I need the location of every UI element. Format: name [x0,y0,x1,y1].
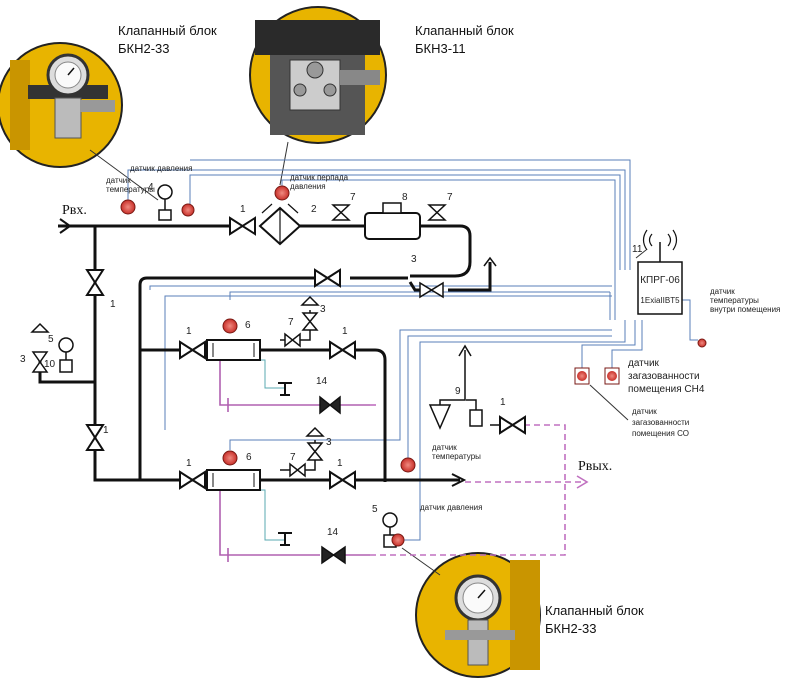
photo-inset-top-middle [249,6,387,144]
callout-top-left-line2: БКН2-33 [118,41,170,56]
num-5-b: 5 [372,504,378,515]
num-7-d: 7 [290,452,296,463]
num-1-f: 1 [500,397,506,408]
label-co-3: помещения СО [632,429,689,438]
num-8: 8 [402,192,408,203]
label-room-temp-3: внутри помещения [710,305,780,314]
num-5-a: 5 [48,334,54,345]
label-pressure-top: датчик давления [130,164,192,173]
label-temp-top-2: температуры [106,185,155,194]
num-1-g: 1 [186,458,192,469]
num-3-b: 3 [20,354,26,365]
label-co-2: загазованности [632,418,689,427]
callout-top-mid-line2: БКН3-11 [415,41,466,56]
num-3-a: 3 [411,254,417,265]
label-ch4-3: помещения СН4 [628,384,705,395]
sensors [120,185,707,547]
label-temp-mid-2: температуры [432,452,481,461]
num-1-h: 1 [337,458,343,469]
num-14-b: 14 [327,527,339,538]
photo-inset-bottom [415,552,541,678]
sensor-pressure-top [181,203,195,217]
num-1-a: 1 [240,204,246,215]
sensor-temp-mid [400,457,416,473]
sensor-pressure-bottom [391,533,405,547]
sensor-gas-co [577,371,587,381]
callout-bottom-line2: БКН2-33 [545,621,597,636]
sensor-regulator-upper [222,318,238,334]
sensor-regulator-lower [222,450,238,466]
label-room-temp-1: датчик [710,287,735,296]
label-co-1: датчик [632,407,657,416]
photo-inset-top-left [0,42,123,168]
label-temp-top-1: датчик [106,176,131,185]
num-4: 4 [148,182,154,193]
sensor-temp-top [120,199,136,215]
num-1-d: 1 [186,326,192,337]
callout-top-left-line1: Клапанный блок [118,23,217,38]
num-1-e: 1 [342,326,348,337]
num-7-b: 7 [447,192,453,203]
callout-leaders [89,141,441,576]
outlet-label: Рвых. [578,459,612,474]
label-temp-mid-1: датчик [432,443,457,452]
valves [31,204,526,565]
callout-top-mid-line1: Клапанный блок [415,23,514,38]
label-ch4-2: загазованности [628,371,700,382]
num-11: 11 [632,244,643,255]
signal-cables [127,159,698,541]
inlet-label: Рвх. [62,203,87,218]
num-6-a: 6 [245,320,251,331]
sensor-room-temp [697,338,707,348]
num-7-a: 7 [350,192,356,203]
equipment [30,184,483,548]
controller-kprg: КПРГ-06 1ExiaIIBT5 [635,229,683,315]
num-7-c: 7 [288,317,294,328]
sensor-diff-pressure [274,185,290,201]
label-diff-2: давления [290,182,326,191]
num-9: 9 [455,386,461,397]
diagram-labels: Рвх. Рвых. датчик температуры датчик дав… [20,164,780,538]
sensor-gas-ch4 [607,371,617,381]
callout-bottom-line1: Клапанный блок [545,603,644,618]
num-1-b: 1 [110,299,116,310]
label-room-temp-2: температуры [710,296,759,305]
heating-lines [219,360,589,562]
num-10: 10 [44,359,56,370]
num-14-a: 14 [316,376,328,387]
label-diff-1: датчик перпада [290,173,349,182]
num-2: 2 [311,204,317,215]
controller-mark: 1ExiaIIBT5 [640,296,680,305]
label-pressure-bottom: датчик давления [420,503,482,512]
num-6-b: 6 [246,452,252,463]
num-1-c: 1 [103,425,109,436]
controller-name: КПРГ-06 [640,275,680,286]
num-3-c: 3 [320,304,326,315]
label-ch4-1: датчик [628,358,660,369]
num-3-d: 3 [326,437,332,448]
